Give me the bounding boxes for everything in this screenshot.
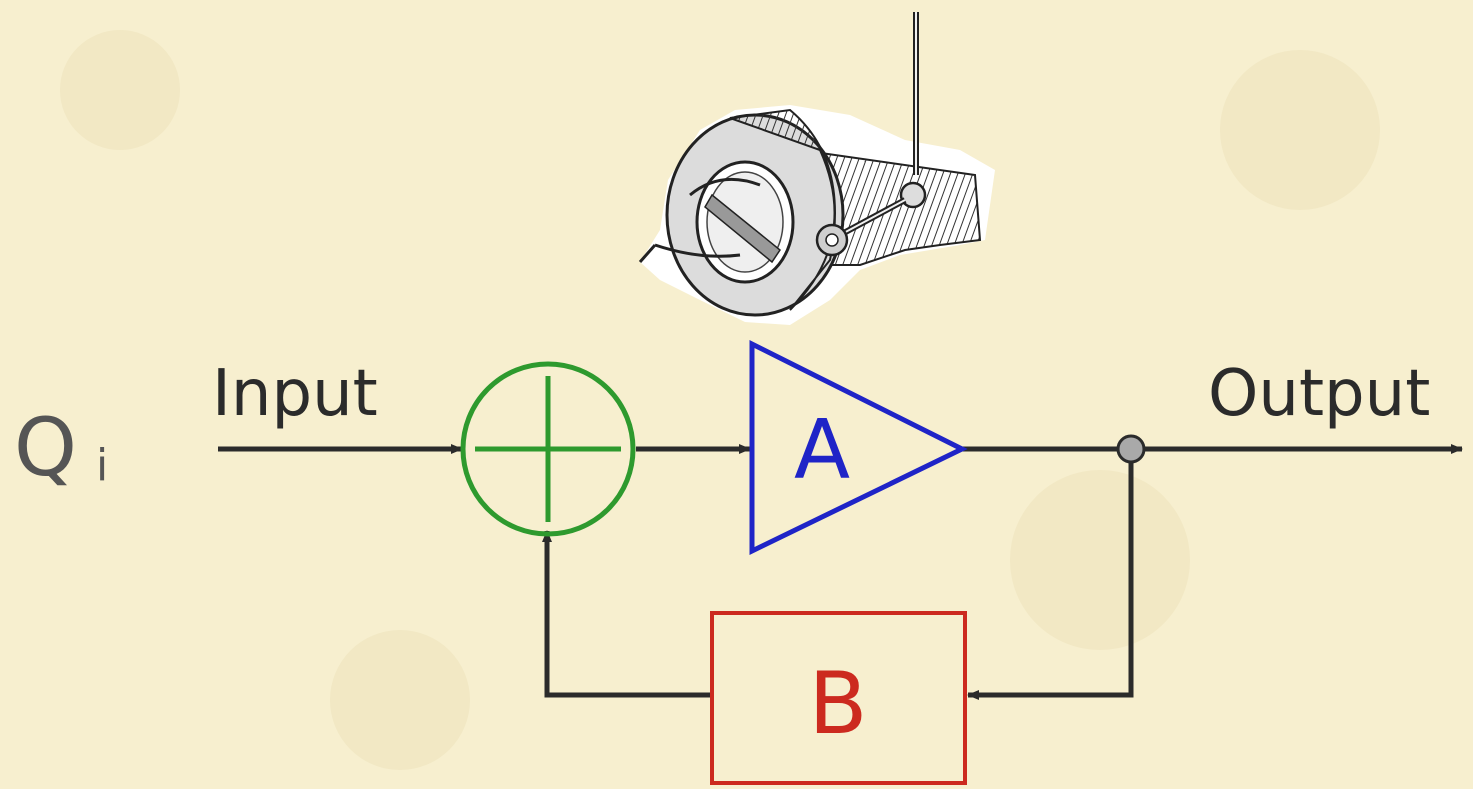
amplifier-label: A [794,403,850,498]
amplifier-block: A [749,339,968,555]
engraved-rotary-valve-icon [638,12,995,325]
signal-wires [218,444,1463,700]
paper-texture [60,30,1380,770]
feedback-block: B [710,611,967,785]
node-to-feedback-wire [967,460,1134,700]
feedback-to-sum-wire [542,530,712,698]
variable-label: Q i [14,401,108,494]
summing-junction [460,361,636,537]
input-label: Input [212,357,378,431]
output-label: Output [1208,357,1430,431]
variable-label-subscript: i [96,440,108,491]
output-tap-node [1116,434,1146,464]
variable-label-main: Q [14,401,77,494]
feedback-label: B [809,654,868,754]
